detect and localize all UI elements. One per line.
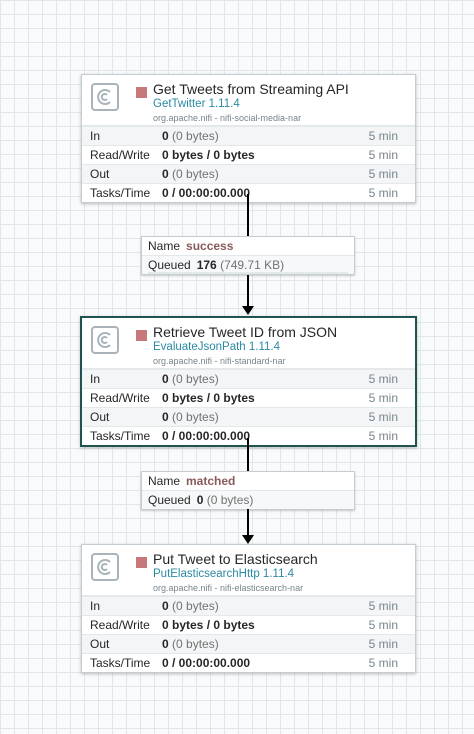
stat-time: 5 min	[368, 148, 398, 162]
stopped-icon	[136, 87, 147, 98]
queued-size: (749.71 KB)	[220, 258, 285, 272]
stat-value: 0 bytes / 0 bytes	[162, 391, 255, 405]
stat-time: 5 min	[368, 391, 398, 405]
processor-name: Retrieve Tweet ID from JSON	[153, 324, 338, 340]
stat-row-tasks: Tasks/Time 0 / 00:00:00.000 5 min	[82, 183, 415, 202]
stat-label: Out	[90, 410, 110, 424]
processor-icon	[91, 83, 119, 111]
stat-value: 0 / 00:00:00.000	[162, 656, 251, 670]
processor-header: Retrieve Tweet ID from JSON EvaluateJson…	[82, 318, 415, 369]
stat-value: 0 / 00:00:00.000	[162, 186, 251, 200]
stat-row-tasks: Tasks/Time 0 / 00:00:00.000 5 min	[82, 426, 415, 445]
stat-row-readwrite: Read/Write 0 bytes / 0 bytes 5 min	[82, 388, 415, 407]
stat-time: 5 min	[368, 637, 398, 651]
stat-time: 5 min	[368, 410, 398, 424]
stat-value: 0 (0 bytes)	[162, 410, 219, 424]
queued-count: 176	[196, 258, 217, 272]
stat-label: In	[90, 372, 101, 386]
processor-name: Put Tweet to Elasticsearch	[153, 551, 318, 567]
stat-time: 5 min	[368, 129, 398, 143]
arrow-head-icon	[242, 535, 254, 544]
connection-name: matched	[186, 474, 236, 488]
stat-row-out: Out 0 (0 bytes) 5 min	[82, 164, 415, 183]
processor-type: PutElasticsearchHttp 1.11.4	[153, 568, 295, 580]
processor-type: GetTwitter 1.11.4	[153, 98, 240, 110]
stopped-icon	[136, 330, 147, 341]
processor-put-elasticsearch[interactable]: Put Tweet to Elasticsearch PutElasticsea…	[81, 544, 416, 673]
stat-time: 5 min	[368, 656, 398, 670]
processor-icon	[91, 553, 119, 581]
stat-label: Out	[90, 167, 110, 181]
stat-value: 0 bytes / 0 bytes	[162, 618, 255, 632]
stat-label: Read/Write	[90, 391, 150, 405]
processor-icon	[91, 326, 119, 354]
processor-name: Get Tweets from Streaming API	[153, 81, 349, 97]
stat-time: 5 min	[368, 167, 398, 181]
stat-row-in: In 0 (0 bytes) 5 min	[82, 596, 415, 615]
stat-row-out: Out 0 (0 bytes) 5 min	[82, 634, 415, 653]
stat-row-tasks: Tasks/Time 0 / 00:00:00.000 5 min	[82, 653, 415, 672]
stat-value: 0 / 00:00:00.000	[162, 429, 251, 443]
stat-row-in: In 0 (0 bytes) 5 min	[82, 369, 415, 388]
connection-line[interactable]	[247, 275, 249, 307]
stat-time: 5 min	[368, 372, 398, 386]
processor-bundle: org.apache.nifi - nifi-standard-nar	[153, 356, 286, 366]
stat-row-in: In 0 (0 bytes) 5 min	[82, 126, 415, 145]
processor-retrieve-tweet-id[interactable]: Retrieve Tweet ID from JSON EvaluateJson…	[80, 316, 417, 447]
stat-label: In	[90, 599, 101, 613]
connection-line[interactable]	[247, 509, 249, 536]
stat-time: 5 min	[368, 186, 398, 200]
connection-name: success	[186, 239, 234, 253]
stat-label: Tasks/Time	[90, 429, 151, 443]
queued-count: 0	[196, 493, 204, 507]
stat-value: 0 (0 bytes)	[162, 637, 219, 651]
stat-value: 0 (0 bytes)	[162, 167, 219, 181]
connection-line[interactable]	[247, 194, 249, 236]
stat-value: 0 (0 bytes)	[162, 129, 219, 143]
processor-header: Put Tweet to Elasticsearch PutElasticsea…	[82, 545, 415, 596]
stat-label: In	[90, 129, 101, 143]
processor-get-tweets[interactable]: Get Tweets from Streaming API GetTwitter…	[81, 74, 416, 203]
stat-label: Read/Write	[90, 148, 150, 162]
processor-header: Get Tweets from Streaming API GetTwitter…	[82, 75, 415, 126]
stat-value: 0 (0 bytes)	[162, 372, 219, 386]
stat-label: Tasks/Time	[90, 656, 151, 670]
connection-line[interactable]	[247, 438, 249, 471]
stopped-icon	[136, 557, 147, 568]
stat-value: 0 bytes / 0 bytes	[162, 148, 255, 162]
processor-type: EvaluateJsonPath 1.11.4	[153, 341, 281, 353]
stat-label: Read/Write	[90, 618, 150, 632]
stat-time: 5 min	[368, 618, 398, 632]
stat-row-readwrite: Read/Write 0 bytes / 0 bytes 5 min	[82, 145, 415, 164]
stat-row-readwrite: Read/Write 0 bytes / 0 bytes 5 min	[82, 615, 415, 634]
queue-progress-bar	[148, 272, 348, 274]
stat-row-out: Out 0 (0 bytes) 5 min	[82, 407, 415, 426]
stat-time: 5 min	[368, 599, 398, 613]
stat-time: 5 min	[368, 429, 398, 443]
stat-value: 0 (0 bytes)	[162, 599, 219, 613]
processor-bundle: org.apache.nifi - nifi-elasticsearch-nar	[153, 583, 304, 593]
arrow-head-icon	[242, 306, 254, 315]
processor-bundle: org.apache.nifi - nifi-social-media-nar	[153, 113, 302, 123]
stat-label: Tasks/Time	[90, 186, 151, 200]
stat-label: Out	[90, 637, 110, 651]
queued-size: (0 bytes)	[206, 493, 254, 507]
